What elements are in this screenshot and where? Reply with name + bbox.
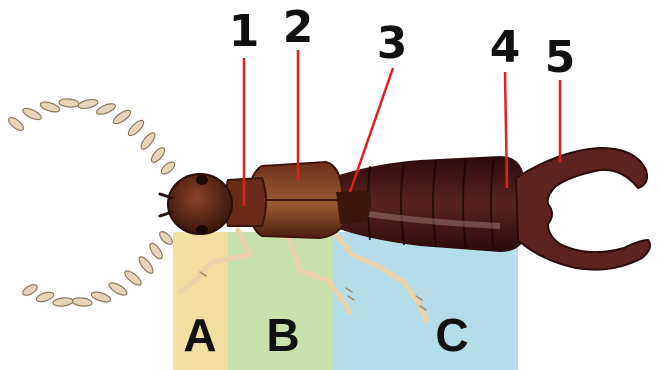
callout-2: 2 — [283, 2, 314, 53]
region-b-label: B — [266, 309, 299, 361]
callout-3: 3 — [377, 18, 408, 69]
upper-antenna — [6, 98, 176, 176]
lower-antenna — [21, 230, 174, 308]
callout-5: 5 — [545, 32, 576, 83]
eye-top — [196, 175, 208, 185]
eye-bottom — [196, 225, 208, 235]
head — [160, 174, 232, 235]
cerci — [516, 148, 650, 270]
callout-4: 4 — [490, 22, 521, 73]
antennae — [6, 98, 176, 307]
region-c-label: C — [435, 309, 468, 361]
region-c-box — [334, 232, 518, 370]
callout-1: 1 — [229, 6, 260, 57]
region-a-label: A — [183, 309, 216, 361]
